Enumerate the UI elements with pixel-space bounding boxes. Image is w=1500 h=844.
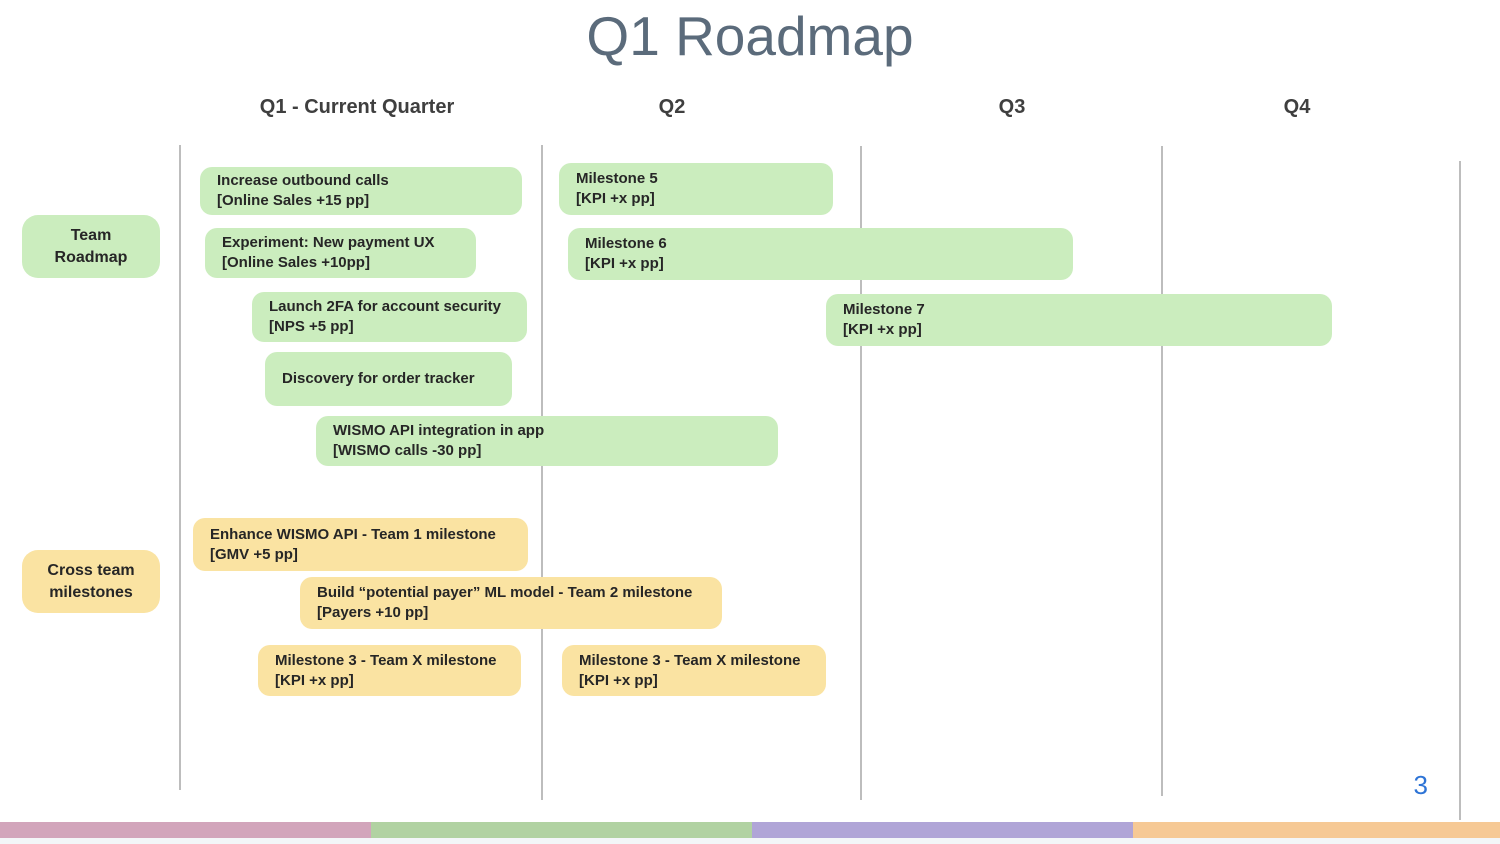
footer-color-bar [0,822,1500,838]
item-text-line: Launch 2FA for account security [269,298,501,315]
item-text-line: Increase outbound calls [217,172,389,189]
roadmap-item-milestone-5: Milestone 5 [KPI +x pp] [559,163,833,215]
quarter-divider-line [179,145,181,790]
footer-bottom-strip [0,838,1500,844]
footer-segment-green [371,822,752,838]
row-label-line: milestones [49,583,133,601]
item-text-line: [WISMO calls -30 pp] [333,442,482,459]
footer-segment-purple [752,822,1133,838]
item-text-line: Discovery for order tracker [282,370,475,387]
column-header-q2: Q2 [658,96,686,118]
item-text-line: WISMO API integration in app [333,422,545,439]
item-text-line: Experiment: New payment UX [222,234,435,251]
roadmap-item-new-payment-ux: Experiment: New payment UX [Online Sales… [205,228,476,278]
row-label-cross-team-milestones: Cross team milestones [22,550,160,613]
milestone-item-milestone-3-q1: Milestone 3 - Team X milestone [KPI +x p… [258,645,521,696]
quarter-divider-line [1459,161,1461,820]
milestone-item-potential-payer-ml-model: Build “potential payer” ML model - Team … [300,577,722,629]
roadmap-item-wismo-api-integration: WISMO API integration in app [WISMO call… [316,416,778,466]
column-header-q4: Q4 [1283,96,1311,118]
milestone-item-enhance-wismo-api: Enhance WISMO API - Team 1 milestone [GM… [193,518,528,571]
page-number: 3 [1413,770,1428,800]
item-text-line: [KPI +x pp] [576,190,655,207]
footer-segment-orange [1133,822,1500,838]
item-text-line: [KPI +x pp] [585,255,664,272]
row-label-line: Roadmap [54,248,128,266]
roadmap-item-launch-2fa: Launch 2FA for account security [NPS +5 … [252,292,527,342]
roadmap-item-milestone-6: Milestone 6 [KPI +x pp] [568,228,1073,280]
item-text-line: Build “potential payer” ML model - Team … [317,584,693,601]
quarter-divider-line [860,146,862,800]
roadmap-item-increase-outbound-calls: Increase outbound calls [Online Sales +1… [200,167,522,215]
item-text-line: Milestone 6 [585,235,667,252]
item-text-line: Milestone 7 [843,301,925,318]
row-label-line: Cross team [47,561,135,579]
slide-title: Q1 Roadmap [586,5,914,67]
roadmap-item-milestone-7: Milestone 7 [KPI +x pp] [826,294,1332,346]
milestone-item-milestone-3-q2: Milestone 3 - Team X milestone [KPI +x p… [562,645,826,696]
item-text-line: [Payers +10 pp] [317,604,429,621]
quarter-divider-line [1161,146,1163,796]
item-text-line: Enhance WISMO API - Team 1 milestone [210,525,496,543]
quarter-divider-line [541,145,543,800]
column-header-q1: Q1 - Current Quarter [259,96,455,118]
roadmap-item-discovery-order-tracker: Discovery for order tracker [265,352,512,406]
item-text-line: [Online Sales +10pp] [222,254,370,271]
item-text-line: Milestone 5 [576,170,658,187]
item-text-line: [KPI +x pp] [843,321,922,338]
item-text-line: [KPI +x pp] [275,671,354,689]
item-text-line: Milestone 3 - Team X milestone [579,651,801,669]
column-header-q3: Q3 [998,96,1026,118]
item-text-line: Milestone 3 - Team X milestone [275,651,497,669]
item-text-line: [KPI +x pp] [579,671,658,689]
item-text-line: [NPS +5 pp] [269,318,354,335]
row-label-line: Team [70,226,112,244]
item-text-line: [Online Sales +15 pp] [217,192,370,209]
row-label-team-roadmap: Team Roadmap [22,215,160,278]
footer-segment-pink [0,822,371,838]
item-text-line: [GMV +5 pp] [210,545,298,563]
